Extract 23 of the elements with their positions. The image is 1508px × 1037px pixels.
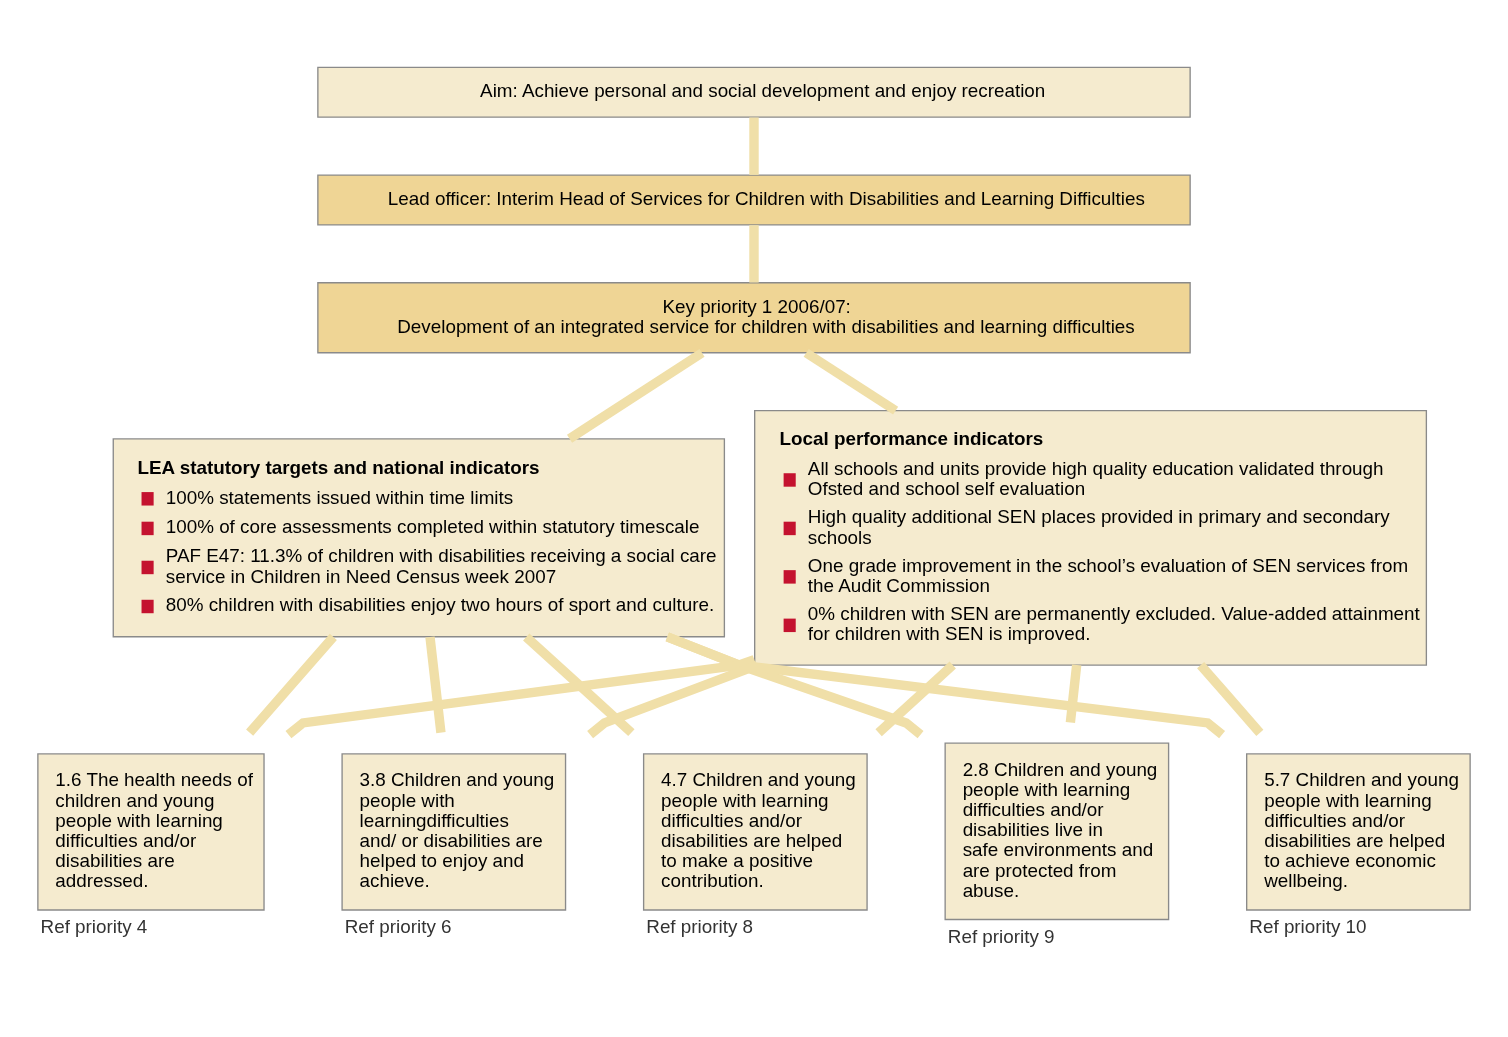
node-label: Ref priority 9	[947, 925, 1055, 947]
connector	[1065, 664, 1082, 723]
connector	[523, 632, 635, 736]
node-label: Ref priority 4	[40, 915, 148, 937]
connector	[665, 631, 1226, 738]
connector	[749, 116, 759, 175]
node-box: Local performance indicators All schools and units provide high quality education validated through Ofsted and school self evaluation High quality additional SEN places provided in primary and secondary schools One grade improvement in the school’s evaluation of SEN services from the Audit Commission 0% children with SEN are permanently excluded. Value-added attainment for children with SEN is improved.	[754, 409, 1428, 666]
connector	[587, 660, 759, 738]
connector	[749, 224, 759, 283]
node-box: Key priority 1 2006/07: Development of an integrated service for children with disabilities and learning difficulties	[317, 281, 1191, 353]
node-label: Ref priority 8	[646, 915, 754, 937]
node-label: Ref priority 6	[344, 915, 452, 937]
connector	[567, 348, 705, 443]
node-box: Lead officer: Interim Head of Services for Children with Disabilities and Learning Difficulties	[317, 173, 1191, 226]
connector	[803, 348, 899, 415]
node-label: Ref priority 10	[1249, 915, 1367, 937]
connector	[425, 635, 446, 733]
connector	[875, 661, 956, 736]
connector	[246, 633, 337, 736]
connector	[285, 654, 756, 738]
connector	[1197, 661, 1264, 736]
node-box: Aim: Achieve personal and social development and enjoy recreation	[317, 66, 1191, 118]
node-box: LEA statutory targets and national indicators 100% statements issued within time limits 100% of core assessments completed within statutory timescale PAF E47: 11.3% of children with disabilities receiving a social care service in Children in Need Census week 2007 80% children with disabilities enjoy two hours of sport and culture.	[112, 437, 726, 637]
